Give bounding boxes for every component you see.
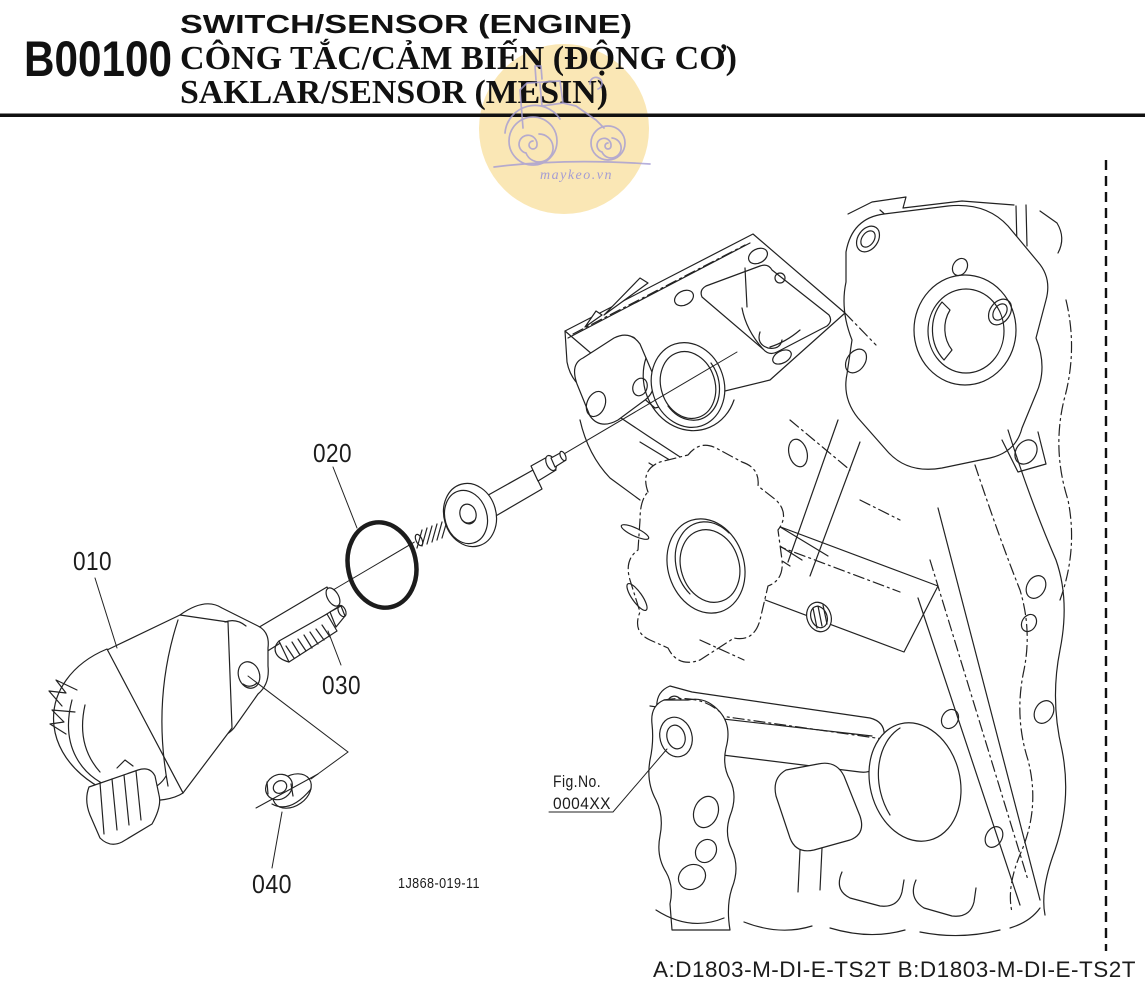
flywheel-opening	[913, 274, 1017, 386]
nut-axis-line	[255, 773, 319, 809]
tractor-front-wheel	[590, 125, 626, 161]
header-rule	[0, 113, 1145, 117]
tractor-rear-wheel	[508, 116, 558, 166]
fig-no-label: Fig.No.	[553, 772, 601, 791]
page-title-vi: CÔNG TẮC/CẢM BIẾN (ĐỘNG CƠ)	[180, 38, 737, 77]
part-label-040: 040	[252, 869, 292, 899]
tractor-exhaust	[534, 65, 543, 81]
page-header: B00100 SWITCH/SENSOR (ENGINE) CÔNG TẮC/C…	[0, 9, 1145, 117]
part-label-030: 030	[322, 670, 361, 700]
page-title-en: SWITCH/SENSOR (ENGINE)	[180, 9, 632, 39]
leader-lines	[94, 466, 668, 869]
part-010-solenoid	[48, 586, 341, 845]
watermark-tractor	[493, 65, 651, 168]
tractor-ground-line	[493, 160, 651, 168]
watermark-text: maykeo.vn	[540, 168, 613, 183]
engine-bore	[659, 351, 717, 419]
drawing-number: 1J868-019-11	[398, 876, 480, 892]
part-020-o-ring	[345, 520, 419, 610]
model-applicability: A:D1803-M-DI-E-TS2T B:D1803-M-DI-E-TS2T	[653, 957, 1136, 982]
engine-block-drawing	[564, 196, 1073, 937]
tractor-fender	[504, 104, 561, 134]
spring	[412, 516, 454, 552]
fig-no-value: 0004XX	[553, 794, 611, 813]
section-code: B00100	[24, 31, 172, 87]
tractor-steering	[589, 76, 603, 90]
part-label-010: 010	[73, 546, 112, 576]
fig-no-target-hole	[659, 716, 693, 758]
tractor-cab	[519, 80, 605, 129]
part-040-nut	[265, 773, 312, 809]
plunger-disc-assembly	[442, 450, 567, 548]
part-label-020: 020	[313, 438, 352, 468]
part-030-bolt	[274, 604, 347, 663]
watermark-circle	[479, 44, 649, 214]
